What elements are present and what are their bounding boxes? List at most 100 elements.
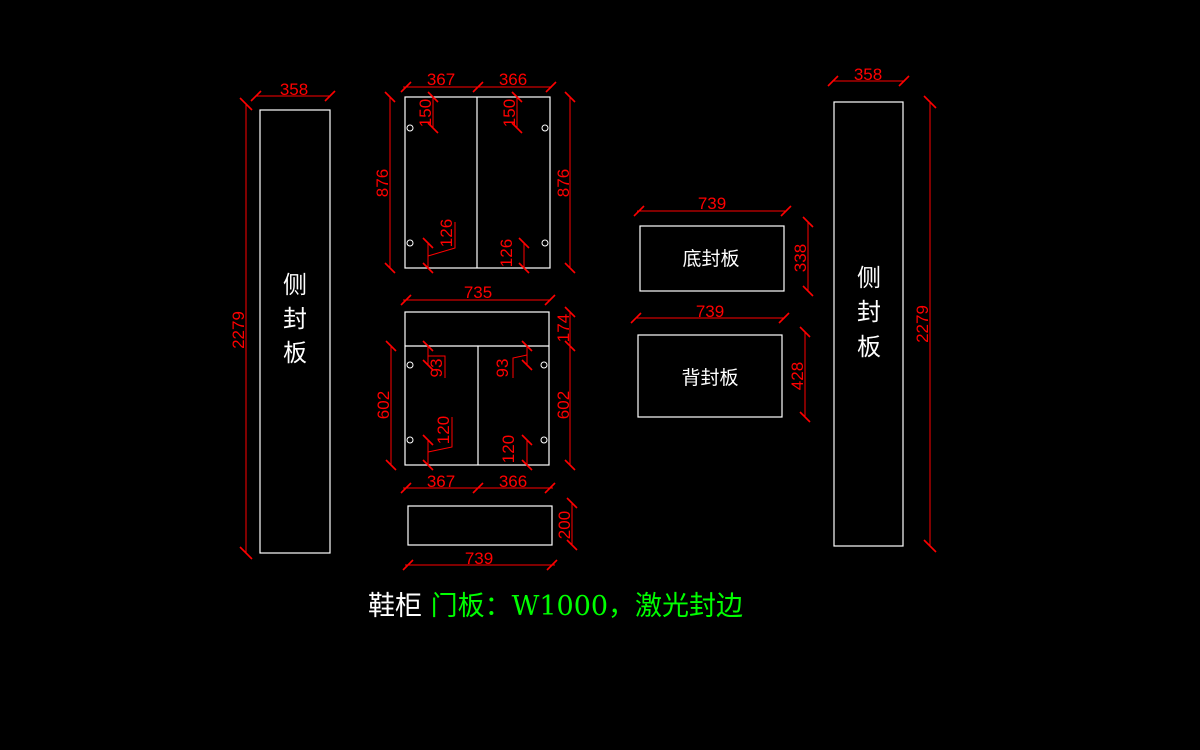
bottom-panel-width-dim: 739 <box>698 194 726 213</box>
dim-tick <box>422 237 434 249</box>
dim-tick <box>923 539 937 553</box>
bottom-panel: 底封板 739 338 <box>633 194 814 297</box>
lower-right-width-dim: 366 <box>499 472 527 491</box>
dim-tick <box>566 497 578 509</box>
leader-line <box>512 354 528 378</box>
kick-board-height-dim: 200 <box>555 511 574 539</box>
bottom-panel-label: 底封板 <box>682 248 739 270</box>
dim-tick <box>518 237 530 249</box>
back-panel-label: 背封板 <box>681 367 738 389</box>
left-side-panel: 侧 封 板 358 2279 <box>229 80 336 560</box>
dim-tick <box>384 262 396 274</box>
dim-tick <box>472 81 484 93</box>
right-side-panel: 侧 封 板 358 2279 <box>827 65 937 553</box>
dim-tick <box>385 340 397 352</box>
dim-tick <box>898 75 910 87</box>
dim-tick <box>802 285 814 297</box>
dim-tick <box>385 459 397 471</box>
left-side-panel-label-2: 封 <box>283 305 307 333</box>
dim-tick <box>422 459 434 471</box>
left-side-width-dim: 358 <box>280 80 308 99</box>
dim-tick <box>402 559 414 571</box>
dim-tick <box>511 122 523 134</box>
dim-tick <box>521 359 533 371</box>
dim-tick <box>544 482 556 494</box>
title-spec: 门板：W1000，激光封边 <box>430 591 744 622</box>
right-side-height-dim: 2279 <box>913 305 932 343</box>
hinge-hole-icon <box>406 124 414 132</box>
upper-left-hinge-top-dim: 150 <box>416 99 435 127</box>
dim-tick <box>422 359 434 371</box>
dim-tick <box>564 306 576 318</box>
hinge-hole-icon <box>406 239 414 247</box>
dim-tick <box>802 216 814 228</box>
right-side-panel-label-2: 封 <box>857 298 881 326</box>
back-panel: 背封板 739 428 <box>630 302 811 423</box>
dim-tick <box>422 340 434 352</box>
kick-board: 200 739 <box>402 497 578 571</box>
dim-tick <box>239 97 253 111</box>
dim-tick <box>518 262 530 274</box>
dim-tick <box>827 75 839 87</box>
leader-line <box>428 355 446 378</box>
upper-right-hinge-bottom-dim: 126 <box>497 239 516 267</box>
dim-tick <box>633 205 645 217</box>
lower-top-strip-dim: 174 <box>554 314 573 342</box>
upper-right-hinge-top-dim: 150 <box>500 99 519 127</box>
dim-tick <box>521 459 533 471</box>
lower-right-hinge-bottom-dim: 120 <box>499 435 518 463</box>
lower-left-height-dim: 602 <box>374 391 393 419</box>
right-side-panel-label-1: 侧 <box>857 264 881 292</box>
dim-tick <box>400 482 412 494</box>
right-side-panel-outline <box>833 101 904 547</box>
dim-tick <box>566 539 578 551</box>
leader-line <box>427 222 456 257</box>
lower-left-hinge-bottom-dim: 120 <box>434 416 453 444</box>
dim-tick <box>384 91 396 103</box>
dim-tick <box>546 559 558 571</box>
hinge-hole-icon <box>540 436 548 444</box>
upper-doors: 367 366 876 876 150 150 126 126 <box>373 70 576 274</box>
left-side-panel-label-3: 板 <box>283 339 307 367</box>
back-panel-height-dim: 428 <box>788 362 807 390</box>
dim-tick <box>780 205 792 217</box>
dim-tick <box>239 546 253 560</box>
lower-left-hinge-top-dim: 93 <box>427 359 446 378</box>
dim-tick <box>427 122 439 134</box>
upper-right-height-dim: 876 <box>554 169 573 197</box>
lower-doors: 735 174 602 602 93 93 120 120 <box>374 283 576 494</box>
dim-tick <box>521 340 533 352</box>
back-panel-width-dim: 739 <box>696 302 724 321</box>
dim-tick <box>427 91 439 103</box>
hinge-hole-icon <box>540 361 548 369</box>
lower-left-width-dim: 367 <box>427 472 455 491</box>
dim-tick <box>422 434 434 446</box>
dim-tick <box>250 90 262 102</box>
hinge-hole-icon <box>541 124 549 132</box>
right-side-width-dim: 358 <box>854 65 882 84</box>
dim-tick <box>923 95 937 109</box>
hinge-hole-icon <box>406 436 414 444</box>
upper-left-hinge-bottom-dim: 126 <box>437 219 456 247</box>
bottom-panel-height-dim: 338 <box>791 244 810 272</box>
bottom-panel-outline <box>639 225 785 292</box>
dim-tick <box>472 482 484 494</box>
dim-tick <box>799 411 811 423</box>
title-prefix: 鞋柜 <box>368 591 422 622</box>
dim-tick <box>511 91 523 103</box>
dim-tick <box>564 459 576 471</box>
leader-line <box>427 417 453 453</box>
back-panel-outline <box>637 334 783 418</box>
dim-tick <box>564 91 576 103</box>
dim-tick <box>630 312 642 324</box>
dim-tick <box>545 81 557 93</box>
dim-tick <box>400 294 412 306</box>
dim-tick <box>564 262 576 274</box>
hinge-hole-icon <box>406 361 414 369</box>
lower-right-height-dim: 602 <box>554 391 573 419</box>
dim-tick <box>422 262 434 274</box>
upper-left-height-dim: 876 <box>373 169 392 197</box>
lower-right-hinge-top-dim: 93 <box>493 359 512 378</box>
dim-tick <box>400 81 412 93</box>
